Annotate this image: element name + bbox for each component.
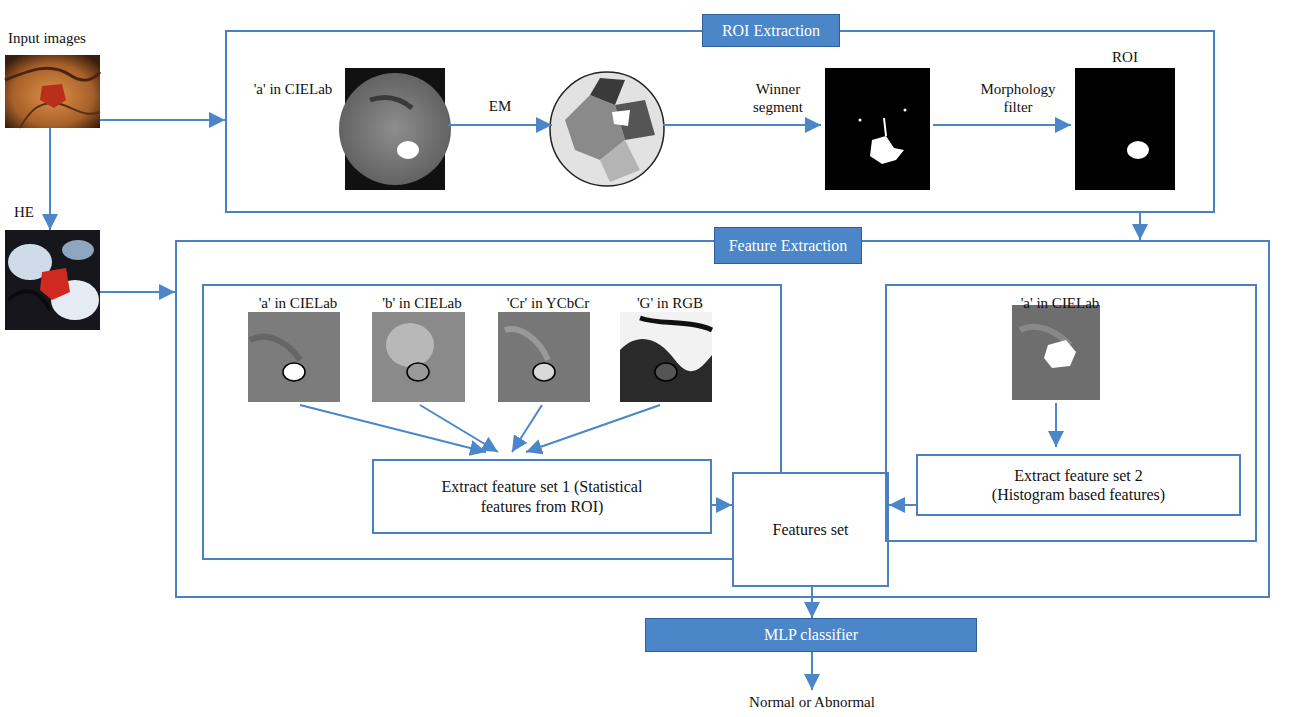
step-label: Winner segment xyxy=(735,80,821,116)
image-caption: 'Cr' in YCbCr xyxy=(507,294,589,312)
feature-extraction-frame: Feature Extraction'a' in CIELab'b' in CI… xyxy=(175,240,1270,598)
svg-ellipse xyxy=(62,240,94,260)
channel-cr-image xyxy=(498,312,590,402)
flow-arrow xyxy=(100,291,175,293)
process-box: Features set xyxy=(732,472,889,587)
svg-path xyxy=(5,68,100,80)
step-label: 'a' in CIELab xyxy=(243,80,343,98)
section-banner: ROI Extraction xyxy=(702,14,840,47)
histogram-a-image xyxy=(1012,305,1100,447)
image-caption: 'G' in RGB xyxy=(637,294,703,312)
svg-path xyxy=(620,339,712,402)
svg-ellipse xyxy=(1127,141,1149,159)
channel-b-image xyxy=(372,312,465,402)
flow-arrow xyxy=(49,128,51,230)
svg-line xyxy=(420,405,498,452)
output-label: Normal or Abnormal xyxy=(712,693,912,711)
svg-rect xyxy=(1075,68,1175,190)
svg-rect xyxy=(5,230,100,330)
svg-path xyxy=(250,337,300,360)
svg-rect xyxy=(498,312,590,402)
svg-circle xyxy=(339,73,451,185)
step-label: Morphology filter xyxy=(968,80,1068,116)
svg-line xyxy=(933,124,1071,126)
svg-path xyxy=(8,291,50,310)
svg-ellipse xyxy=(533,363,555,381)
svg-ellipse xyxy=(407,363,429,381)
svg-path xyxy=(600,140,640,182)
svg-path xyxy=(870,136,904,164)
flow-arrow xyxy=(1139,213,1141,240)
process-box: Extract feature set 1 (Statistical featu… xyxy=(372,459,712,534)
classifier-banner: MLP classifier xyxy=(645,618,977,652)
image-title: HE xyxy=(14,203,34,221)
svg-line xyxy=(512,405,542,452)
feature-arrows xyxy=(300,405,660,452)
channel-g-image xyxy=(620,312,712,402)
em-segmentation-image xyxy=(550,68,664,190)
output-arrow xyxy=(812,651,813,690)
svg-path xyxy=(20,103,100,128)
svg-rect xyxy=(825,68,930,190)
roi-arrows xyxy=(448,125,1071,126)
svg-ellipse xyxy=(655,363,677,381)
svg-ellipse xyxy=(397,141,419,159)
svg-line xyxy=(448,124,552,126)
svg-line xyxy=(663,124,821,126)
svg-circle xyxy=(859,119,862,122)
svg-line xyxy=(811,651,813,690)
flow-arrow xyxy=(889,504,916,506)
histogram-panel: 'a' in CIELabExtract feature set 2 (Hist… xyxy=(885,284,1257,542)
svg-ellipse xyxy=(386,323,434,367)
he-photo-node: HE xyxy=(5,230,100,330)
box-label: Features set xyxy=(773,520,849,539)
svg-line xyxy=(1055,403,1057,447)
svg-path xyxy=(370,98,412,108)
svg-rect xyxy=(372,312,465,402)
svg-rect xyxy=(1012,305,1100,400)
step-label: EM xyxy=(478,97,522,115)
input-photo-node: Input images xyxy=(5,55,100,128)
svg-path xyxy=(612,110,630,126)
flow-arrow xyxy=(100,119,225,121)
image-caption: 'a' in CIELab xyxy=(1021,294,1100,312)
svg-path xyxy=(884,118,886,136)
process-box: Extract feature set 2 (Histogram based f… xyxy=(916,454,1241,516)
svg-rect xyxy=(5,55,100,128)
svg-ellipse xyxy=(283,363,305,381)
svg-path xyxy=(505,329,548,360)
image-title: Input images xyxy=(8,29,86,47)
section-banner: Feature Extraction xyxy=(714,227,862,264)
svg-path xyxy=(590,78,625,105)
roi-a-channel-image xyxy=(339,68,451,190)
channel-a-image xyxy=(248,312,340,402)
image-caption: 'a' in CIELab xyxy=(259,294,338,312)
svg-line xyxy=(526,405,660,452)
banner-label: MLP classifier xyxy=(764,625,858,644)
channel-panel: 'a' in CIELab 'b' in CIELab 'Cr' in YCbCr '… xyxy=(202,284,782,560)
svg-rect xyxy=(248,312,340,402)
svg-polygon xyxy=(40,268,70,300)
svg-path xyxy=(1044,340,1076,368)
step-label: ROI xyxy=(1100,48,1150,66)
svg-rect xyxy=(620,312,712,402)
flow-arrow xyxy=(712,504,732,506)
svg-circle xyxy=(904,109,907,112)
box-label: Extract feature set 2 (Histogram based f… xyxy=(979,466,1179,504)
svg-circle xyxy=(550,72,664,186)
box-label: Extract feature set 1 (Statistical featu… xyxy=(436,477,648,515)
svg-path xyxy=(640,318,712,330)
winner-segment-image xyxy=(825,68,930,190)
roi-extraction-frame: ROI Extraction xyxy=(225,30,1215,213)
flow-arrow xyxy=(811,587,813,618)
svg-polygon xyxy=(40,84,66,108)
input-photo xyxy=(5,55,100,128)
he-photo xyxy=(5,230,100,330)
image-caption: 'b' in CIELab xyxy=(382,294,462,312)
roi-mask-image xyxy=(1075,68,1175,190)
